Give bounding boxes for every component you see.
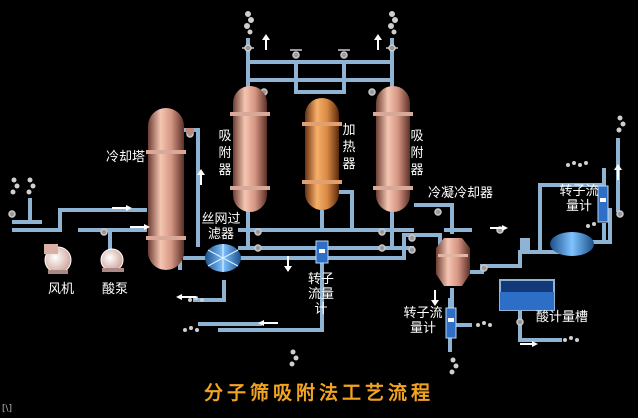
acid-pump-label: 酸泵 xyxy=(102,282,129,297)
acid-tank-graphic xyxy=(499,279,555,311)
blower-graphic xyxy=(44,244,72,274)
valves xyxy=(8,44,624,326)
condenser-cooler-label: 冷凝冷却器 xyxy=(428,186,494,201)
flowmeter-bottom-label: 转子流量计 xyxy=(403,306,443,336)
mesh-filter-label: 丝网过滤器 xyxy=(201,212,241,242)
corner-mark: [\] xyxy=(2,404,13,414)
flowmeter-center-label: 转子流量计 xyxy=(307,272,334,317)
flowmeter-graphics xyxy=(315,185,609,339)
flow-arrows xyxy=(112,34,622,347)
adsorber-right-label: 吸附器 xyxy=(410,129,424,178)
heater-label: 加热器 xyxy=(342,123,356,172)
condenser-cooler-unit xyxy=(436,238,470,286)
right-heat-exchanger xyxy=(520,232,594,256)
diagram-title: 分子筛吸附法工艺流程 xyxy=(203,382,434,404)
heater-vessel xyxy=(302,98,342,210)
adsorber-left-vessel xyxy=(230,86,270,212)
adsorber-left-label: 吸附器 xyxy=(218,129,232,178)
cooling-tower-vessel xyxy=(146,108,194,270)
acid-tank-label: 酸计量槽 xyxy=(536,310,589,325)
mesh-filter-unit xyxy=(205,244,241,272)
vent-puffs xyxy=(10,11,626,375)
adsorber-right-vessel xyxy=(373,86,413,212)
flowmeter-right-label: 转子流量计 xyxy=(559,184,599,214)
acid-pump-graphic xyxy=(100,248,124,272)
blower-label: 风机 xyxy=(48,282,75,297)
cooling-tower-label: 冷却塔 xyxy=(106,150,146,165)
